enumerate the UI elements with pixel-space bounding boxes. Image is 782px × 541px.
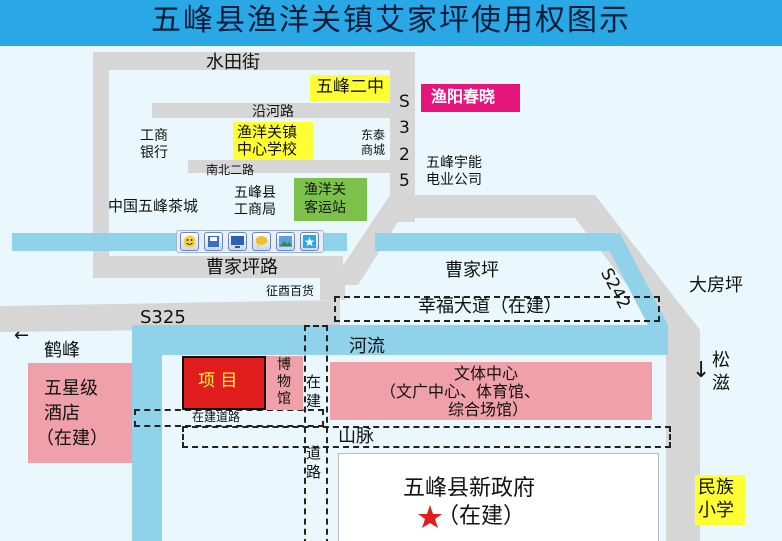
label-yufeng-power-1: 五峰宇能 bbox=[426, 155, 482, 171]
road-nanbei bbox=[188, 160, 390, 173]
label-gongshang-bank-2: 银行 bbox=[140, 145, 168, 161]
label-zaijian-2: 建 bbox=[306, 392, 322, 410]
label-hefeng: 鹤峰 bbox=[44, 340, 80, 361]
road-shanmai-outline bbox=[182, 426, 671, 448]
culture-center-block: 文体中心 （文广中心、体育馆、 综合场馆） bbox=[330, 362, 652, 420]
label-dongtai-1: 东泰 bbox=[361, 128, 386, 142]
road-s325-label: S325 bbox=[140, 307, 186, 328]
label-gongshang-bureau-1: 五峰县 bbox=[234, 185, 276, 201]
label-bus-station: 渔洋关 客运站 bbox=[294, 178, 367, 221]
save-icon[interactable] bbox=[204, 232, 223, 251]
label-shanmai: 山脉 bbox=[338, 426, 374, 447]
hotel-block: 五星级 酒店 （在建） bbox=[28, 363, 132, 463]
title-bar bbox=[0, 0, 782, 46]
road-s325-label-5: 5 bbox=[399, 171, 410, 191]
map-title: 五峰县渔洋关镇艾家坪使用权图示 bbox=[151, 3, 631, 38]
toolbar bbox=[176, 230, 324, 253]
road-s325-vertical bbox=[390, 52, 415, 222]
star-icon[interactable] bbox=[300, 232, 319, 251]
road-s325-label-3: 3 bbox=[399, 118, 410, 138]
label-yufeng-power-2: 电业公司 bbox=[426, 172, 482, 188]
label-minzu-school: 民族 小学 bbox=[695, 475, 745, 525]
label-songzi-1: 松 bbox=[712, 350, 730, 371]
label-tea-city: 中国五峰茶城 bbox=[108, 197, 199, 215]
river-upper-right bbox=[375, 233, 615, 251]
label-center-school: 渔洋关镇 中心学校 bbox=[233, 122, 313, 160]
project-block: 项 目 bbox=[182, 356, 266, 410]
road-xingfu-outline bbox=[334, 296, 660, 322]
street-caojiaping: 曹家坪路 bbox=[206, 257, 278, 278]
street-shuitian: 水田街 bbox=[206, 52, 260, 73]
road-vertical-outline bbox=[304, 325, 328, 541]
label-gongshang-bank-1: 工商 bbox=[140, 128, 168, 144]
label-zaijian-1: 在 bbox=[306, 373, 322, 391]
label-road-building: 在建道路 bbox=[192, 410, 241, 424]
label-dao-1: 道 bbox=[306, 444, 322, 462]
road-upper-left bbox=[93, 52, 109, 278]
label-gongshang-bureau-2: 工商局 bbox=[234, 202, 276, 218]
street-yanhe: 沿河路 bbox=[252, 104, 294, 120]
label-caojiaping: 曹家坪 bbox=[445, 260, 499, 281]
star-marker-icon bbox=[418, 505, 442, 528]
road-shuitian bbox=[93, 52, 415, 70]
label-xingfu: 幸福大道（在建） bbox=[418, 296, 562, 317]
monitor-icon[interactable] bbox=[228, 232, 247, 251]
road-yanhe bbox=[152, 103, 390, 118]
label-zhengxi: 征酉百货 bbox=[266, 284, 315, 298]
image-icon[interactable] bbox=[276, 232, 295, 251]
label-river: 河流 bbox=[349, 336, 385, 357]
label-songzi-2: 滋 bbox=[712, 373, 730, 394]
museum-block: 博 物 馆 bbox=[266, 356, 303, 410]
road-s325-label-s: S bbox=[399, 92, 410, 112]
label-dao-2: 路 bbox=[306, 463, 322, 481]
government-block: 五峰县新政府 （在建） bbox=[338, 453, 659, 541]
label-dongtai-2: 商城 bbox=[361, 143, 386, 157]
chat-icon[interactable] bbox=[252, 232, 271, 251]
label-dafangping: 大房坪 bbox=[689, 275, 743, 296]
arrow-hefeng: ← bbox=[14, 325, 30, 346]
label-wufeng-no2: 五峰二中 bbox=[310, 75, 390, 101]
label-yuyang-chunxiao: 渔阳春晓 bbox=[421, 84, 520, 112]
smiley-icon[interactable] bbox=[180, 232, 199, 251]
arrow-songzi: ↓ bbox=[692, 358, 711, 383]
road-caojiaping bbox=[93, 256, 343, 278]
road-s325-label-2: 2 bbox=[399, 145, 410, 165]
street-nanbei: 南北二路 bbox=[206, 163, 255, 177]
